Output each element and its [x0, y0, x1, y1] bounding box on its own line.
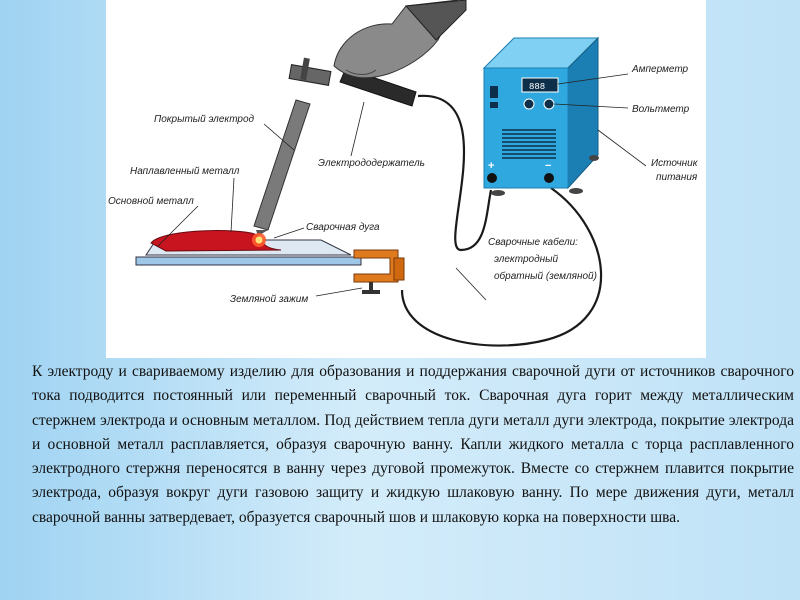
power-source-label-1: Источник [651, 158, 699, 169]
ground-clamp-label: Земляной зажим [230, 294, 308, 305]
plus-terminal [487, 173, 497, 183]
minus-terminal-label: − [545, 160, 551, 172]
current-knob [543, 98, 555, 110]
electrode-holder-cable [417, 94, 493, 252]
welding-arc [252, 233, 266, 247]
electrode-holder-label: Электрододержатель [318, 158, 425, 169]
welding-glove [333, 0, 467, 79]
return-cable-label: обратный (земляной) [494, 270, 597, 282]
ammeter-label: Амперметр [631, 64, 689, 75]
welding-diagram: 888 + − [106, 0, 706, 358]
description-paragraph: К электроду и свариваемому изделию для о… [32, 363, 794, 526]
electrode-cable-label: электродный [494, 254, 558, 265]
power-source-label-2: питания [656, 172, 698, 183]
voltmeter-knob [523, 98, 535, 110]
leader-lines [157, 73, 647, 301]
welding-cables-label: Сварочные кабели: [488, 236, 578, 248]
diagram-svg: 888 + − [108, 0, 699, 347]
welding-arc-label: Сварочная дуга [306, 222, 380, 233]
minus-terminal [544, 173, 554, 183]
coated-electrode-label: Покрытый электрод [154, 114, 255, 125]
ammeter-display [521, 77, 559, 93]
coated-electrode [253, 99, 311, 236]
return-cable [400, 187, 603, 347]
deposited-metal-bead [150, 230, 282, 252]
ground-clamp [353, 249, 405, 294]
deposited-metal-label: Наплавленный металл [130, 166, 240, 177]
voltmeter-label: Вольтметр [632, 104, 690, 115]
power-source: 888 + − [482, 36, 600, 196]
base-metal-label: Основной металл [108, 196, 194, 207]
plus-terminal-label: + [488, 160, 494, 172]
svg-text:888: 888 [529, 82, 545, 92]
vent-grille [502, 129, 556, 159]
